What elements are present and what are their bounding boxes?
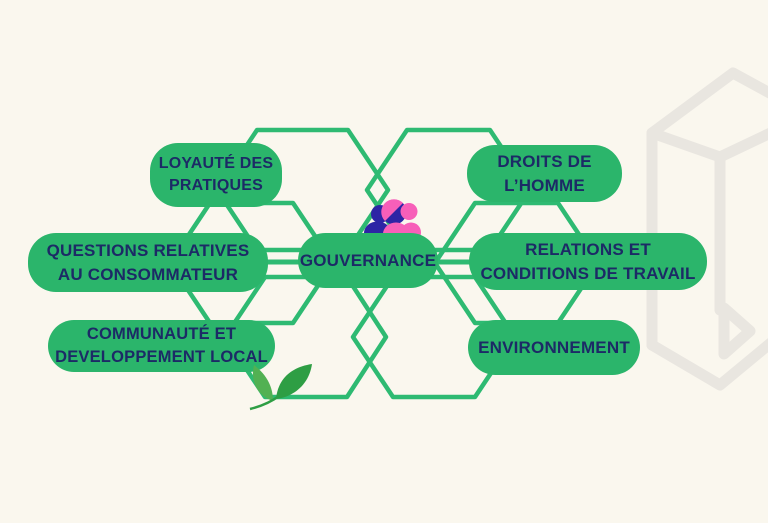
node-droits-de-lhomme: DROITS DE L’HOMME [467,145,622,202]
node-label-line: L’HOMME [504,175,585,195]
node-label-line: GOUVERNANCE [299,250,437,270]
node-environnement: ENVIRONNEMENT [468,320,640,375]
node-label-line: DROITS DE [497,152,592,172]
node-label-line: DEVELOPPEMENT LOCAL [55,348,268,366]
node-label-line: PRATIQUES [169,177,263,194]
hexagon-pattern [167,127,601,400]
node-label-line: COMMUNAUTÉ ET [86,325,237,344]
hexagon-middle-left [167,200,336,326]
node-questions-relatives-au-consommateur: QUESTIONS RELATIVES AU CONSOMMATEUR [28,233,268,292]
node-communaute-et-developpement-local: COMMUNAUTÉ ET DEVELOPPEMENT LOCAL [48,320,275,372]
node-label-line: LOYAUTÉ DES [158,154,274,172]
node-label-line: ENVIRONNEMENT [478,337,630,357]
node-label-line: CONDITIONS DE TRAVAIL [480,263,696,283]
people-group-icon [364,199,421,246]
hexagon-bottom-right [350,274,518,400]
node-label-line: QUESTIONS RELATIVES [46,241,250,261]
hexagon-bottom-left [222,274,389,400]
hexagon-top-right [364,127,533,253]
node-relations-et-conditions-de-travail: RELATIONS ET CONDITIONS DE TRAVAIL [469,233,707,290]
node-loyaute-des-pratiques: LOYAUTÉ DES PRATIQUES [150,143,282,207]
node-label-line: RELATIONS ET [525,240,651,260]
hexagon-top-left [214,127,391,253]
hexagon-middle-right [432,200,601,326]
node-label-line: AU CONSOMMATEUR [57,264,239,284]
cube-watermark-icon [646,67,768,391]
node-gouvernance: GOUVERNANCE [298,233,438,288]
